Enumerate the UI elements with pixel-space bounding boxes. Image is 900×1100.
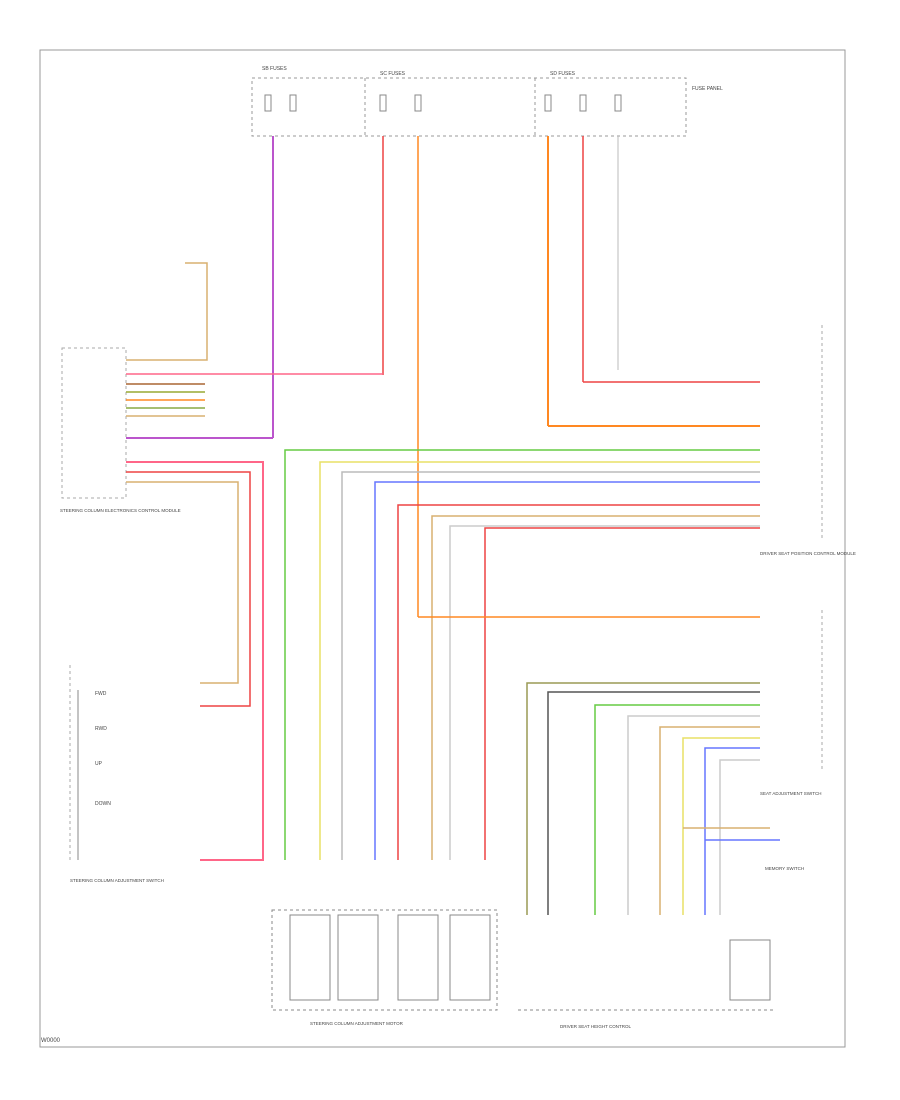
wire-red-bus-2 — [484, 527, 760, 860]
steering-adjust-switch: FWD RWD UP DOWN STEERING COLUMN ADJUSTME… — [69, 665, 164, 883]
fuse-group-right-label: SD FUSES — [550, 71, 576, 77]
wire-pink-mid — [126, 461, 264, 861]
steering-motor-group: STEERING COLUMN ADJUSTMENT MOTOR — [271, 909, 498, 1026]
memory-switch: MEMORY SWITCH — [683, 827, 804, 871]
seat-adjust-switch-module: SEAT ADJUSTMENT SWITCH — [760, 610, 823, 796]
wire-tan-mid — [126, 481, 239, 684]
fuse-group-left-label: SB FUSES — [262, 66, 287, 72]
wire-tan-top — [126, 262, 208, 361]
switch-pos-4: DOWN — [95, 801, 111, 807]
seat-adjust-switch-label: SEAT ADJUSTMENT SWITCH — [760, 791, 822, 796]
switch-pos-1: FWD — [95, 691, 107, 697]
fuse-group-mid-label: SC FUSES — [380, 71, 406, 77]
seat-control-group-label: DRIVER SEAT HEIGHT CONTROL — [560, 1024, 632, 1029]
steering-column-module: STEERING COLUMN ELECTRONICS CONTROL MODU… — [60, 347, 181, 513]
wire-yellow-bus — [319, 461, 760, 860]
wire-gray-bus-2 — [449, 525, 760, 860]
wire-tan-bus — [431, 515, 760, 860]
wire-gray-bus — [341, 471, 760, 860]
driver-seat-module-label: DRIVER SEAT POSITION CONTROL MODULE — [760, 551, 856, 556]
wire-blue-bus — [374, 481, 760, 860]
fuse-group-far-right-label: FUSE PANEL — [692, 86, 723, 92]
corner-code: W0000 — [41, 1038, 61, 1044]
seat-control-group: DRIVER SEAT HEIGHT CONTROL — [518, 939, 775, 1029]
memory-switch-label: MEMORY SWITCH — [765, 866, 804, 871]
wire-green-bus — [284, 449, 760, 860]
switch-pos-2: RWD — [95, 726, 107, 732]
driver-seat-module: DRIVER SEAT POSITION CONTROL MODULE — [760, 325, 856, 556]
switch-pos-3: UP — [95, 761, 103, 767]
fuse-panel: SB FUSES SC FUSES SD FUSES FUSE PANEL — [251, 66, 723, 137]
steering-column-module-label: STEERING COLUMN ELECTRONICS CONTROL MODU… — [60, 508, 181, 513]
diagram-frame — [39, 49, 846, 1048]
steering-motor-label: STEERING COLUMN ADJUSTMENT MOTOR — [310, 1021, 404, 1026]
wire-red-bus — [397, 504, 760, 860]
wire-red-mid — [126, 471, 251, 707]
steering-adjust-switch-label: STEERING COLUMN ADJUSTMENT SWITCH — [70, 878, 164, 883]
